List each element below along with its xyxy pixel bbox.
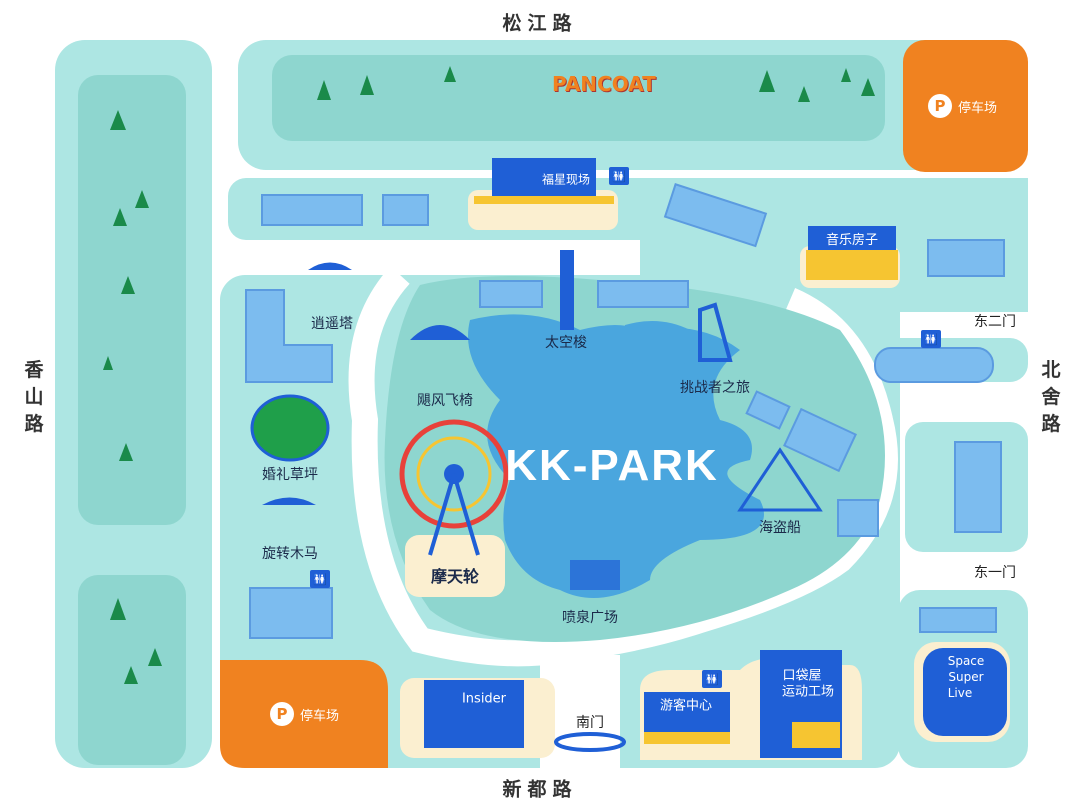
- pancoat-logo: PANCOAT: [552, 72, 656, 96]
- space-live-label-1[interactable]: Space: [947, 654, 985, 668]
- insider-label[interactable]: Insider: [461, 691, 507, 707]
- pirate-ship-label[interactable]: 海盗船: [759, 520, 801, 536]
- parking-label: 停车场: [300, 708, 340, 724]
- space-shuttle-label[interactable]: 太空梭: [545, 335, 587, 351]
- sports-workshop-label[interactable]: 运动工场: [781, 684, 835, 700]
- space-live-label-2[interactable]: Super: [948, 670, 984, 684]
- east-gate-2[interactable]: 东二门: [974, 314, 1016, 330]
- road-north-label: 松江路: [502, 12, 578, 35]
- carousel-label[interactable]: 旋转木马: [262, 546, 318, 562]
- swing-chair-label[interactable]: 飓风飞椅: [417, 393, 473, 409]
- challenger-label[interactable]: 挑战者之旅: [680, 380, 750, 396]
- parking-icon: P: [928, 94, 952, 118]
- parking-northeast[interactable]: P 停车场: [928, 94, 997, 118]
- parking-icon: P: [270, 702, 294, 726]
- restroom-icon: 🚻: [609, 167, 629, 185]
- music-house-label[interactable]: 音乐房子: [808, 226, 896, 250]
- parking-label: 停车场: [958, 100, 998, 116]
- park-title: KK-PARK: [505, 441, 719, 490]
- parking-southwest[interactable]: P 停车场: [270, 702, 339, 726]
- space-live-label-3[interactable]: Live: [947, 686, 973, 700]
- ferris-wheel-label[interactable]: 摩天轮: [430, 567, 480, 586]
- visitor-center-label[interactable]: 游客中心: [659, 698, 713, 714]
- south-gate[interactable]: 南门: [576, 715, 604, 731]
- fountain-plaza-label[interactable]: 喷泉广场: [562, 610, 618, 626]
- east-gate-1[interactable]: 东一门: [974, 565, 1016, 581]
- fuxing-stage-label[interactable]: 福星现场: [541, 172, 591, 187]
- road-south-label: 新都路: [502, 778, 578, 801]
- xiaoyao-tower-label[interactable]: 逍遥塔: [311, 316, 353, 332]
- pocket-house-label[interactable]: 口袋屋: [782, 668, 822, 684]
- restroom-icon: 🚻: [702, 670, 722, 688]
- restroom-icon: 🚻: [921, 330, 941, 348]
- restroom-icon: 🚻: [310, 570, 330, 588]
- road-west-label: 香山路: [21, 359, 44, 441]
- road-east-label: 北舍路: [1038, 359, 1061, 441]
- wedding-lawn-label[interactable]: 婚礼草坪: [262, 467, 318, 483]
